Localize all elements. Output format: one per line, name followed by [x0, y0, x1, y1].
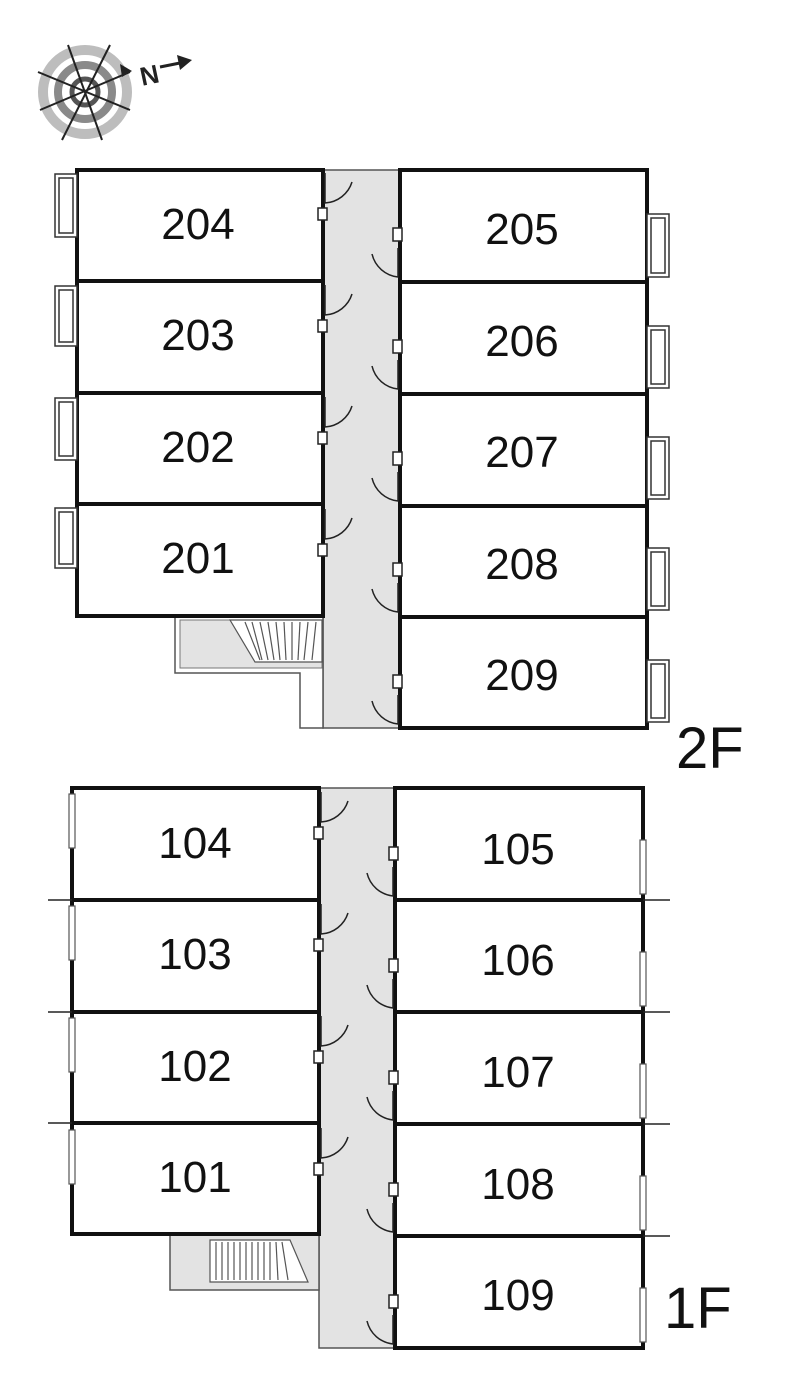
room-label: 206 — [485, 317, 558, 366]
room-label: 101 — [158, 1153, 231, 1202]
corridor-1f — [318, 787, 396, 1349]
room-label: 109 — [481, 1271, 554, 1320]
floor-label-2f: 2F — [676, 716, 744, 781]
room-label: 209 — [485, 651, 558, 700]
room-label: 108 — [481, 1160, 554, 1209]
room-label: 105 — [481, 825, 554, 874]
room-block-2f-right — [398, 168, 649, 730]
room-label: 104 — [158, 819, 231, 868]
doors-1f-right — [366, 846, 399, 1345]
room-label: 207 — [485, 428, 558, 477]
windows-1f-right — [639, 839, 647, 1343]
room-label: 205 — [485, 205, 558, 254]
balconies-2f-right — [646, 213, 670, 723]
corridor-2f — [322, 169, 401, 729]
north-label: N — [137, 59, 162, 92]
staircase-1f — [209, 1239, 309, 1283]
floor-label-1f: 1F — [664, 1276, 732, 1341]
room-label: 202 — [161, 423, 234, 472]
doors-2f-right — [371, 227, 403, 725]
room-label: 203 — [161, 311, 234, 360]
balconies-2f-left — [54, 173, 78, 569]
room-label: 106 — [481, 936, 554, 985]
floor-1f-plan — [48, 786, 670, 1350]
compass-icon — [37, 44, 192, 141]
floor-2f-plan — [54, 168, 670, 730]
room-label: 208 — [485, 540, 558, 589]
room-label: 204 — [161, 200, 234, 249]
room-label: 107 — [481, 1048, 554, 1097]
room-label: 102 — [158, 1042, 231, 1091]
room-label: 103 — [158, 930, 231, 979]
staircase-2f — [228, 619, 323, 663]
doors-1f-left — [313, 792, 349, 1176]
doors-2f-left — [317, 173, 353, 557]
room-label: 201 — [161, 534, 234, 583]
windows-1f-left — [68, 793, 76, 1185]
